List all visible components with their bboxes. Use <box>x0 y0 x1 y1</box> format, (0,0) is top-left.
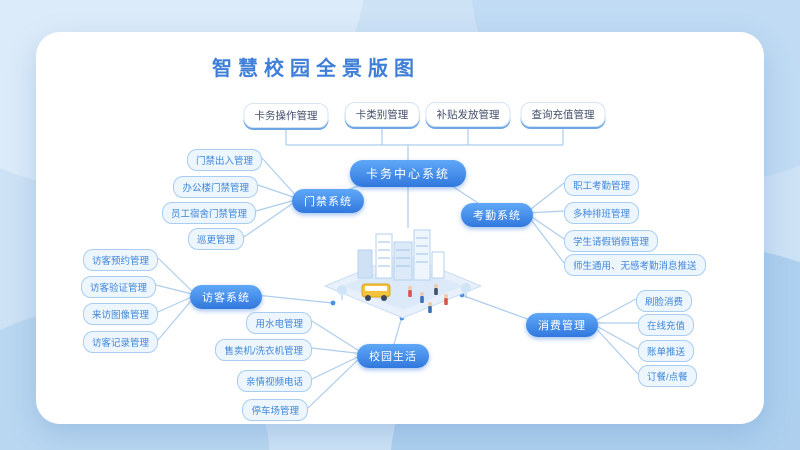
access-item-entry: 门禁出入管理 <box>186 149 262 171</box>
consumption-item-bill-push: 账单推送 <box>638 340 695 362</box>
consumption-item-face-pay: 刷脸消费 <box>636 290 693 312</box>
visitor-item-appointment: 访客预约管理 <box>82 249 158 271</box>
life-item-utilities: 用水电管理 <box>246 312 312 334</box>
access-item-dorm: 员工宿舍门禁管理 <box>161 202 256 224</box>
top-item-query-recharge: 查询充值管理 <box>520 102 606 127</box>
life-item-vending-laundry: 售卖机/洗衣机管理 <box>215 339 312 361</box>
campus-illustration <box>323 229 483 319</box>
attendance-item-staff: 职工考勤管理 <box>564 174 640 196</box>
access-item-office: 办公楼门禁管理 <box>173 176 258 198</box>
branch-node-visitor: 访客系统 <box>190 285 262 309</box>
attendance-item-leave: 学生请假销假管理 <box>564 230 659 252</box>
attendance-item-shift: 多种排班管理 <box>564 202 640 224</box>
branch-node-access: 门禁系统 <box>292 189 364 213</box>
consumption-item-online-recharge: 在线充值 <box>638 314 695 336</box>
visitor-item-verify: 访客验证管理 <box>80 276 156 298</box>
branch-node-attendance: 考勤系统 <box>461 203 533 227</box>
attendance-item-universal: 师生通用、无感考勤消息推送 <box>564 254 706 276</box>
branch-node-consumption: 消费管理 <box>526 313 598 337</box>
top-item-card-category: 卡类别管理 <box>344 102 420 127</box>
visitor-item-image: 来访图像管理 <box>82 303 158 325</box>
page-title: 智慧校园全景版图 <box>212 58 420 80</box>
top-item-card-operation: 卡务操作管理 <box>243 103 329 128</box>
life-item-parking: 停车场管理 <box>242 399 308 421</box>
life-item-video-call: 亲情视频电话 <box>236 370 312 392</box>
top-item-subsidy: 补贴发放管理 <box>425 102 511 127</box>
access-item-patrol: 巡更管理 <box>187 228 244 250</box>
consumption-item-order-meal: 订餐/点餐 <box>638 365 697 387</box>
visitor-item-record: 访客记录管理 <box>82 331 158 353</box>
center-node-card-system: 卡务中心系统 <box>349 160 467 187</box>
branch-node-campus-life: 校园生活 <box>357 344 429 368</box>
